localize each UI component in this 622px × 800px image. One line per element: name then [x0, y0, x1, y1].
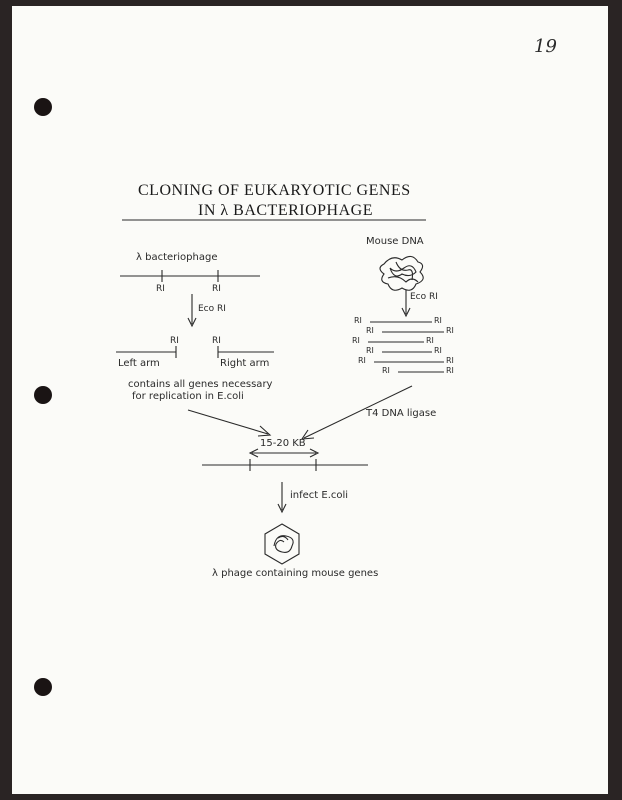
mouse-fragment-6-right-site-label: RI	[446, 366, 454, 375]
ligase-label: T4 DNA ligase	[366, 408, 437, 419]
phage-digest-arrowhead	[187, 317, 197, 328]
mouse-enzyme-label: Eco RI	[410, 292, 438, 302]
right-arm-label: Right arm	[220, 358, 270, 369]
mouse-fragment-2-right-site-label: RI	[446, 326, 454, 335]
insert-size-arrow-right	[309, 448, 320, 458]
mouse-fragment-5-left-site-label: RI	[358, 356, 366, 365]
phage-site-label-1: RI	[156, 284, 165, 294]
mouse-dna-tangle	[379, 255, 424, 291]
arms-note-line-1: contains all genes necessary	[128, 379, 273, 390]
infect-label: infect E.coli	[290, 490, 349, 501]
phage-arms-arrow	[187, 409, 269, 435]
arms-note-line-2: for replication in E.coli	[132, 391, 244, 402]
infect-arrowhead	[277, 503, 287, 514]
mouse-fragment-1-left-site-label: RI	[354, 316, 362, 325]
left-arm-label: Left arm	[118, 358, 160, 369]
phage-head-icon	[264, 523, 300, 565]
mouse-fragment-lines	[368, 321, 444, 373]
phage-enzyme-label: Eco RI	[198, 304, 226, 314]
phage-arms-arrowhead	[257, 425, 272, 437]
insert-size-arrow-left	[248, 448, 259, 458]
phage-label: λ bacteriophage	[136, 252, 218, 263]
cloning-diagram	[116, 219, 444, 565]
phage-dna-scribble-icon	[273, 535, 294, 553]
binder-hole-bottom	[34, 678, 52, 696]
title-line-1: CLONING OF EUKARYOTIC GENES	[138, 182, 411, 199]
right-arm-site-label: RI	[212, 336, 221, 346]
mouse-fragment-4-left-site-label: RI	[366, 346, 374, 355]
result-label: λ phage containing mouse genes	[212, 568, 379, 579]
mouse-fragment-6-left-site-label: RI	[382, 366, 390, 375]
mouse-fragment-5-right-site-label: RI	[446, 356, 454, 365]
mouse-fragment-3-left-site-label: RI	[352, 336, 360, 345]
mouse-fragment-1-right-site-label: RI	[434, 316, 442, 325]
binder-hole-top	[34, 98, 52, 116]
notebook-page: 19 CLONING OF EUKARYOTIC GENES IN λ BACT…	[12, 6, 608, 794]
phage-site-label-2: RI	[212, 284, 221, 294]
mouse-fragment-3-right-site-label: RI	[426, 336, 434, 345]
left-arm-site-label: RI	[170, 336, 179, 346]
title-line-2: IN λ BACTERIOPHAGE	[198, 202, 373, 219]
binder-hole-middle	[34, 386, 52, 404]
mouse-fragment-2-left-site-label: RI	[366, 326, 374, 335]
mouse-digest-arrowhead	[401, 307, 411, 318]
ligase-arrow	[303, 385, 413, 439]
ligase-arrowhead	[300, 429, 315, 440]
mouse-fragment-4-right-site-label: RI	[434, 346, 442, 355]
page-number: 19	[534, 36, 557, 57]
insert-size-label: 15-20 KB	[260, 438, 306, 449]
mouse-dna-label: Mouse DNA	[366, 236, 424, 247]
